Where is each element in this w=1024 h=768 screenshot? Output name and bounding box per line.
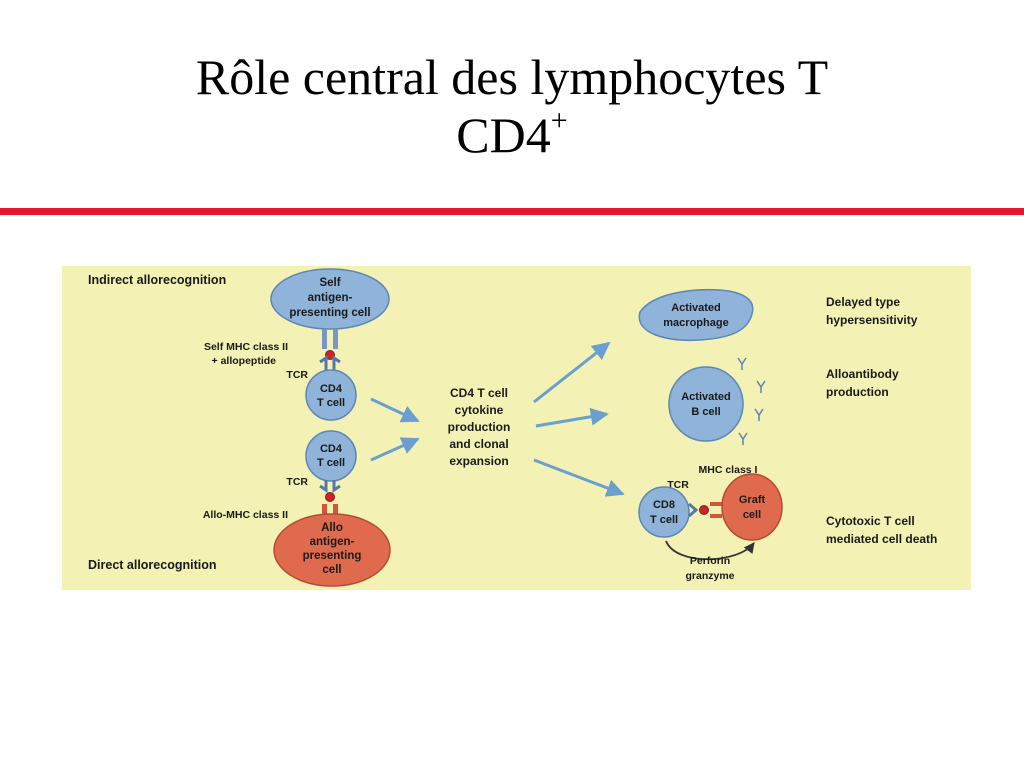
cd8-label-2: T cell [650,514,678,526]
macrophage-label-2: macrophage [663,317,728,329]
cd4-lower-label-2: T cell [317,457,345,469]
allo-mhc-tcr-complex [319,480,341,520]
outcome-cytotoxic-2: mediated cell death [826,532,937,546]
allorecognition-diagram: Indirect allorecognition Direct alloreco… [62,266,971,590]
allo-apc-label-2: antigen- [310,536,355,548]
title-superscript: + [550,104,568,137]
cd4-tcell-upper [305,369,357,421]
self-apc-label-2: antigen- [308,292,353,304]
tcr-label-bottom: TCR [286,476,308,488]
bcell-label-1: Activated [681,391,731,403]
arrow-center-to-cd8 [533,458,625,497]
indirect-allorecognition-label: Indirect allorecognition [88,273,226,287]
arrow-lower-cd4-to-center [370,437,420,462]
antibody-icons [737,357,766,445]
self-mhc-label-2: + allopeptide [212,355,277,367]
title-line-1: Rôle central des lymphocytes T [195,49,829,105]
self-apc-label-3: presenting cell [289,307,370,319]
macrophage-label-1: Activated [671,302,721,314]
center-label-4: and clonal [449,437,508,451]
arrow-center-to-macrophage [533,341,611,404]
tcr-label-top: TCR [286,369,308,381]
perforin-arrow [665,540,755,561]
activated-bcell [668,366,744,442]
allo-mhc-label: Allo-MHC class II [203,509,288,521]
title-divider [0,208,1024,215]
outcome-cytotoxic-1: Cytotoxic T cell [826,514,915,528]
center-label-2: cytokine [455,403,504,417]
cd8-label-1: CD8 [653,499,675,511]
arrow-upper-cd4-to-center [370,397,420,423]
allo-apc-label-3: presenting [303,550,362,562]
cd4-tcell-lower [305,430,357,482]
allo-apc-cell [273,513,391,587]
center-label-1: CD4 T cell [450,386,508,400]
figure-background [62,266,971,590]
outcome-alloantibody-2: production [826,385,889,399]
graft-label-2: cell [743,509,761,521]
mhc-class-i-tcr-complex [688,502,722,518]
self-apc-cell [270,268,390,330]
cd4-upper-label-2: T cell [317,397,345,409]
cd4-lower-label-1: CD4 [320,443,343,455]
outcome-alloantibody-1: Alloantibody [826,367,899,381]
title-line-2: CD4+ [0,106,1024,164]
outcome-dth-2: hypersensitivity [826,313,918,327]
bcell-label-2: B cell [691,406,720,418]
self-apc-label-1: Self [319,277,340,289]
direct-allorecognition-label: Direct allorecognition [88,558,217,572]
allo-apc-label-1: Allo [321,522,343,534]
center-label-3: production [448,420,511,434]
center-label-5: expansion [449,454,508,468]
graft-label-1: Graft [739,494,766,506]
activated-macrophage-cell [638,288,754,342]
mhc-class-i-label: MHC class I [699,464,758,476]
allorecognition-figure: Indirect allorecognition Direct alloreco… [62,266,971,590]
perforin-label-2: granzyme [685,570,734,582]
outcome-dth-1: Delayed type [826,295,900,309]
slide-title: Rôle central des lymphocytes T CD4+ [0,48,1024,164]
cd4-upper-label-1: CD4 [320,383,343,395]
title-cd4: CD4 [456,107,551,163]
self-mhc-label-1: Self MHC class II [204,341,288,353]
perforin-label-1: Perforin [690,555,730,567]
arrow-center-to-bcell [535,407,609,428]
self-mhc-tcr-complex [319,329,341,374]
allo-apc-label-4: cell [322,564,341,576]
graft-cell [721,473,783,541]
cd8-tcell [638,486,690,538]
